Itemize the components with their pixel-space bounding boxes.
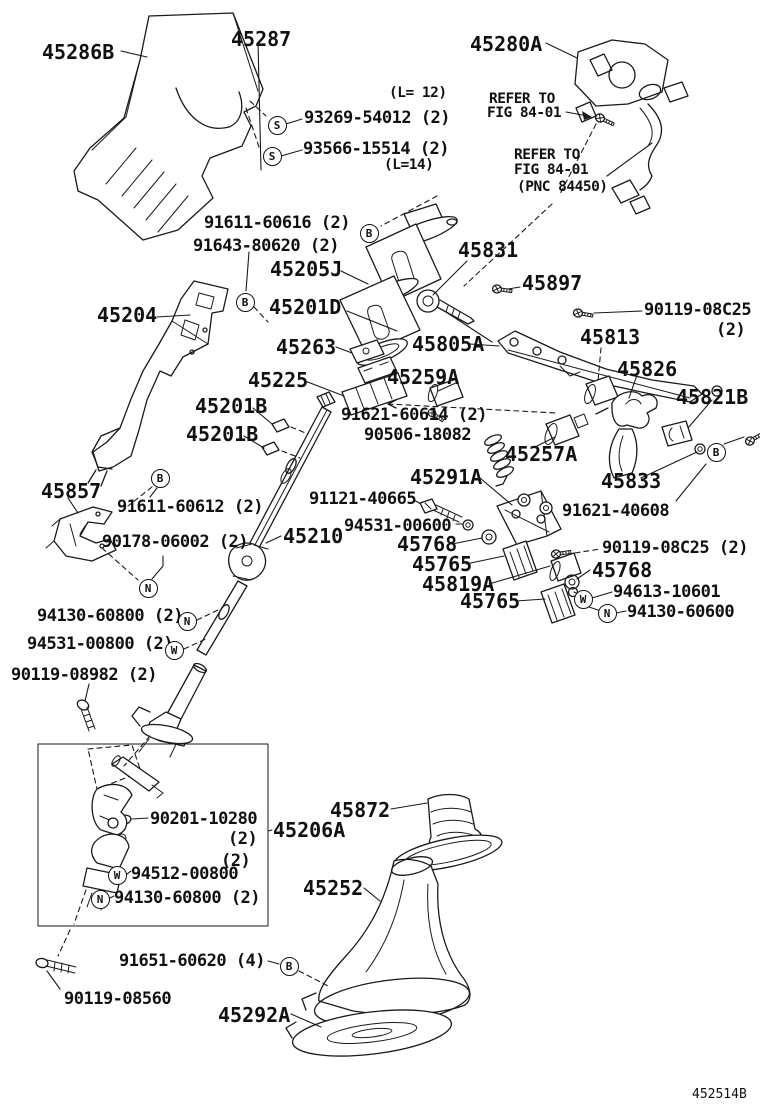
part-label: 91643-80620 (2): [193, 236, 340, 256]
part-label: 91621-60614 (2): [341, 405, 488, 425]
callout-circle-N: N: [90, 889, 110, 909]
part-label: 45291A: [410, 465, 483, 489]
part-label: 93269-54012 (2): [304, 108, 451, 128]
callout-circle-B: B: [235, 292, 255, 312]
part-label: 45201D: [269, 295, 342, 319]
part-label: 45210: [283, 524, 344, 548]
callout-circle-W: W: [107, 865, 127, 885]
diagram-code: 452514B: [692, 1087, 747, 1102]
upper-column-tube-drawing: [339, 203, 458, 366]
part-label: 45257A: [505, 442, 578, 466]
leader-lines: [46, 41, 745, 1028]
part-label: 90119-08560: [64, 989, 172, 1009]
dashed-reference-lines: [57, 100, 602, 988]
part-label: 45201B: [186, 422, 259, 446]
part-label: 91651-60620 (4): [119, 951, 266, 971]
part-label: 91611-60612 (2): [117, 497, 264, 517]
part-label: (PNC 84450): [517, 179, 608, 195]
loose-bolts-drawing: [35, 699, 96, 974]
part-label: FIG 84-01: [487, 105, 562, 121]
part-label: 45826: [617, 357, 678, 381]
callout-circle-S: S: [262, 146, 282, 166]
callout-circle-B: B: [150, 468, 170, 488]
part-label: 45819A: [422, 572, 495, 596]
part-label: 45765: [412, 552, 473, 576]
callout-circle-B: B: [359, 223, 379, 243]
part-label: 45205J: [270, 257, 343, 281]
part-label: 45280A: [470, 32, 543, 56]
part-label: 90119-08C25: [644, 300, 752, 320]
part-label: 90178-06002 (2): [102, 532, 249, 552]
part-label: 94613-10601: [613, 582, 721, 602]
part-label: (2): [716, 320, 746, 340]
part-label: 94130-60600: [627, 602, 735, 622]
callout-circle-N: N: [597, 603, 617, 623]
part-label: 45831: [458, 238, 519, 262]
part-label: 90506-18082: [364, 425, 472, 445]
part-label: REFER TO: [514, 147, 580, 163]
callout-circle-B: B: [706, 442, 726, 462]
part-label: 45821B: [676, 385, 749, 409]
part-label: 94130-60800 (2): [114, 888, 261, 908]
part-label: 45897: [522, 271, 583, 295]
callout-circle-S: S: [267, 115, 287, 135]
part-label: 94512-00800: [131, 864, 239, 884]
callout-circle-W: W: [164, 640, 184, 660]
part-label: 90201-10280: [150, 809, 258, 829]
ignition-lock-assembly-drawing: [574, 39, 689, 215]
part-label: 45813: [580, 325, 641, 349]
part-label: 91621-40608: [562, 501, 670, 521]
part-label: 94531-00600: [344, 516, 452, 536]
part-label: 90119-08982 (2): [11, 665, 158, 685]
part-label: 45206A: [273, 818, 346, 842]
part-label: 45286B: [42, 40, 115, 64]
part-label: 45259A: [387, 365, 460, 389]
column-hole-cover-drawing: [285, 793, 503, 1057]
part-label: 45833: [601, 469, 662, 493]
column-clamp-drawing: [45, 506, 117, 562]
part-label: 91611-60616 (2): [204, 213, 351, 233]
part-label: 94130-60800 (2): [37, 606, 184, 626]
part-label: REFER TO: [489, 91, 555, 107]
part-label: 45765: [460, 589, 521, 613]
part-label: 90119-08C25 (2): [602, 538, 749, 558]
column-bracket-drawing: [87, 280, 229, 487]
part-label: 45857: [41, 479, 102, 503]
part-label: (L=14): [384, 157, 434, 173]
shaft-bushings-drawing: [261, 339, 464, 456]
part-label: 45263: [276, 335, 337, 359]
part-label: 45768: [397, 532, 458, 556]
callout-circle-W: W: [573, 589, 593, 609]
part-label: 45252: [303, 876, 364, 900]
part-label: 45768: [592, 558, 653, 582]
part-label: 93566-15514 (2): [303, 139, 450, 159]
interlock-cylinder-drawing: [416, 283, 595, 325]
part-label: 45872: [330, 798, 391, 822]
main-shaft-drawing: [131, 391, 336, 758]
part-label: 45292A: [218, 1003, 291, 1027]
part-label: 94531-00800 (2): [27, 634, 174, 654]
callout-circle-B: B: [279, 956, 299, 976]
tilt-lever-assembly-drawing: [426, 330, 760, 487]
part-label: (2): [228, 829, 258, 849]
callout-circle-N: N: [177, 611, 197, 631]
column-cover-drawing: [73, 12, 264, 241]
part-label: 45204: [97, 303, 158, 327]
callout-circle-N: N: [138, 578, 158, 598]
part-label: 45201B: [195, 394, 268, 418]
stopper-bracket-cluster-drawing: [419, 490, 582, 624]
part-label: (2): [221, 851, 251, 871]
part-label: 91121-40665: [309, 489, 417, 509]
part-label: 45225: [248, 368, 309, 392]
part-label: FIG 84-01: [514, 162, 589, 178]
part-label: (L= 12): [389, 85, 447, 101]
part-label: 45805A: [412, 332, 485, 356]
part-label: 45287: [231, 27, 292, 51]
